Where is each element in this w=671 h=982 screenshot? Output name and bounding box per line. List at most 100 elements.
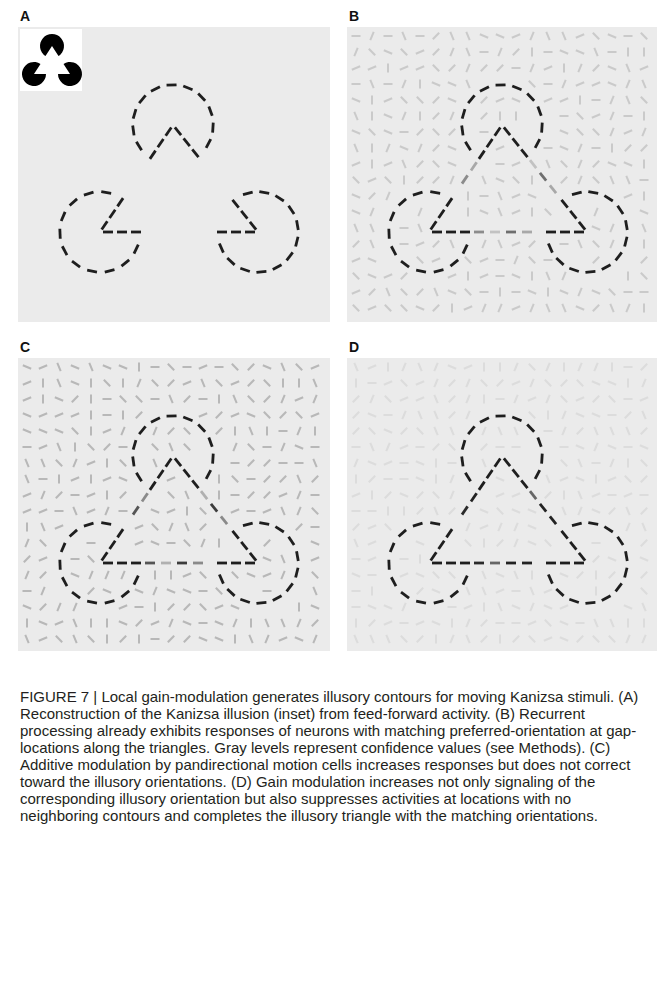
orientation-dash	[105, 270, 115, 272]
orientation-dash	[530, 587, 533, 595]
orientation-dash	[570, 211, 576, 219]
orientation-dash	[563, 363, 565, 372]
orientation-dash	[370, 32, 373, 40]
orientation-dash	[72, 396, 78, 402]
orientation-dash	[641, 476, 647, 482]
orientation-dash	[578, 288, 581, 296]
kanizsa-inset	[20, 29, 82, 91]
orientation-dash	[504, 127, 510, 135]
orientation-dash	[480, 87, 489, 91]
orientation-dash	[417, 588, 423, 594]
orientation-dash	[498, 240, 501, 248]
orientation-dash	[512, 86, 521, 90]
orientation-dash	[279, 637, 287, 640]
orientation-dash	[150, 482, 156, 490]
orientation-dash	[62, 577, 67, 586]
orientation-dash	[56, 636, 62, 642]
orientation-dash	[640, 397, 648, 400]
orientation-dash	[450, 591, 458, 597]
orientation-dash	[56, 460, 62, 466]
orientation-dash	[281, 507, 284, 515]
orientation-dash	[401, 380, 407, 386]
orientation-dash	[248, 492, 254, 498]
orientation-dash	[640, 66, 648, 69]
orientation-dash	[531, 48, 533, 57]
orientation-dash	[248, 364, 254, 370]
orientation-dash	[248, 380, 254, 386]
orientation-dash	[446, 231, 456, 234]
orientation-dash	[482, 459, 485, 467]
orientation-dash	[384, 605, 392, 608]
orientation-dash	[569, 599, 578, 602]
orientation-dash	[384, 274, 392, 277]
orientation-dash	[139, 95, 145, 103]
orientation-dash	[449, 129, 455, 135]
panel-letter: A	[20, 8, 332, 24]
orientation-dash	[594, 48, 597, 56]
orientation-dash	[560, 146, 568, 149]
orientation-dash	[168, 428, 174, 434]
orientation-dash	[578, 144, 581, 152]
orientation-dash	[390, 212, 394, 221]
orientation-dash	[369, 129, 375, 135]
orientation-dash	[496, 275, 505, 277]
orientation-dash	[206, 470, 211, 479]
orientation-dash	[560, 621, 568, 624]
orientation-dash	[119, 621, 127, 624]
orientation-dash	[562, 411, 565, 419]
orientation-dash	[71, 381, 79, 384]
orientation-dash	[311, 494, 320, 496]
background-field	[352, 32, 649, 313]
orientation-dash	[384, 478, 393, 480]
orientation-dash	[610, 240, 613, 248]
orientation-dash	[231, 562, 241, 565]
orientation-dash	[247, 478, 256, 480]
orientation-dash	[352, 130, 360, 133]
orientation-dash	[55, 621, 63, 624]
orientation-dash	[41, 491, 44, 499]
contour-field	[389, 85, 627, 272]
orientation-dash	[281, 363, 284, 371]
orientation-dash	[616, 252, 622, 260]
orientation-dash	[184, 444, 190, 450]
orientation-dash	[417, 492, 423, 498]
orientation-dash	[466, 48, 469, 56]
orientation-dash	[281, 395, 284, 403]
panel-ground	[347, 27, 657, 322]
orientation-dash	[609, 636, 615, 642]
orientation-dash	[352, 162, 360, 165]
orientation-dash	[152, 524, 158, 530]
orientation-dash	[592, 413, 600, 416]
orientation-dash	[535, 139, 540, 148]
orientation-dash	[72, 261, 80, 267]
orientation-dash	[192, 149, 198, 157]
orientation-dash	[183, 366, 192, 368]
orientation-dash	[249, 427, 252, 435]
orientation-dash	[281, 555, 284, 563]
orientation-dash	[117, 562, 127, 565]
orientation-dash	[90, 395, 92, 404]
orientation-dash	[273, 265, 282, 270]
orientation-dash	[624, 398, 633, 400]
orientation-dash	[432, 82, 440, 85]
orientation-dash	[528, 509, 536, 512]
orientation-dash	[450, 260, 458, 266]
orientation-dash	[281, 443, 284, 451]
orientation-dash	[450, 635, 453, 643]
orientation-dash	[297, 551, 299, 561]
orientation-dash	[627, 379, 629, 388]
orientation-dash	[433, 129, 439, 135]
orientation-dash	[209, 437, 212, 446]
orientation-dash	[368, 178, 376, 181]
orientation-dash	[482, 176, 485, 184]
orientation-dash	[240, 268, 249, 271]
orientation-dash	[448, 274, 456, 277]
orientation-dash	[386, 288, 389, 296]
orientation-dash	[448, 82, 456, 85]
orientation-dash	[416, 541, 424, 544]
orientation-dash	[466, 80, 469, 88]
orientation-dash	[153, 427, 156, 435]
orientation-dash	[499, 112, 501, 121]
orientation-dash	[275, 527, 283, 532]
orientation-dash	[273, 596, 282, 601]
